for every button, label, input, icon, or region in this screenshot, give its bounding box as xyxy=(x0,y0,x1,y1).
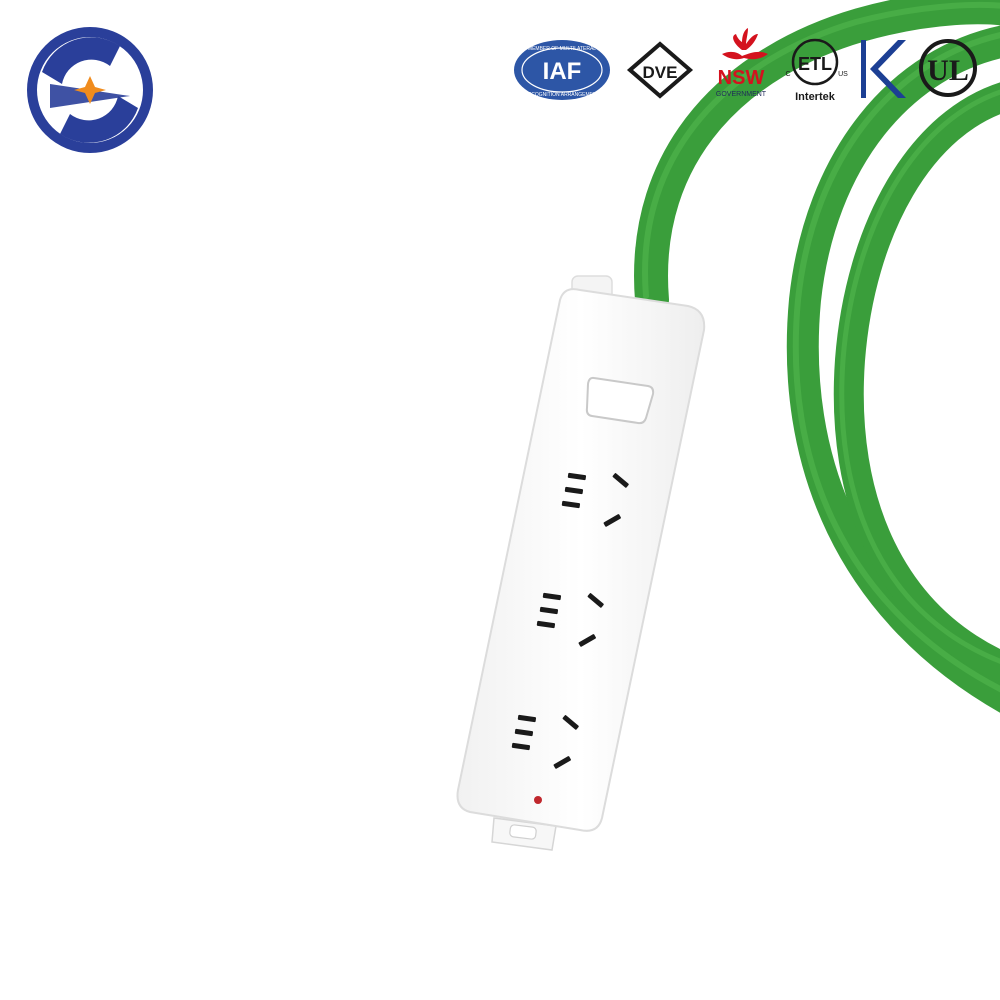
outlet-1[interactable] xyxy=(561,472,630,527)
nsw-sub-text: GOVERNMENT xyxy=(716,91,767,98)
etl-intertek-text: Intertek xyxy=(795,91,836,103)
rocker-switch-icon[interactable] xyxy=(585,376,655,425)
iaf-ring-bottom-text: RECOGNITION ARRANGEMENT xyxy=(524,92,599,98)
iaf-certification-icon: IAF MEMBER OF MULTILATERAL RECOGNITION A… xyxy=(514,40,610,100)
etl-intertek-certification-icon: ETL C US Intertek xyxy=(785,38,848,103)
ul-certification-icon: UL xyxy=(919,39,977,97)
etl-mark-text: ETL xyxy=(798,54,832,74)
power-strip-icon xyxy=(456,275,706,851)
power-cable xyxy=(634,0,1000,713)
cable-loop-inner xyxy=(833,82,1000,682)
strip-body xyxy=(456,288,706,832)
nsw-government-icon: NSW GOVERNMENT xyxy=(716,28,768,98)
outlet-3[interactable] xyxy=(511,714,580,769)
etl-us-text: US xyxy=(838,71,848,78)
outlet-2[interactable] xyxy=(536,592,605,647)
vde-letters-text: DVE xyxy=(643,63,678,82)
cable-loop-outer xyxy=(634,0,1000,317)
ul-mark-text: UL xyxy=(927,54,969,87)
cable-loop-right xyxy=(786,25,1000,713)
kc-mark-text: KC xyxy=(884,0,886,1)
nsw-name-text: NSW xyxy=(718,67,765,89)
indicator-light-icon xyxy=(534,796,542,804)
vde-certification-icon: DVE xyxy=(626,41,694,99)
kc-certification-icon: KC xyxy=(861,0,906,98)
company-logo-icon xyxy=(27,27,153,153)
iaf-ring-top-text: MEMBER OF MULTILATERAL xyxy=(528,46,596,52)
etl-c-text: C xyxy=(785,71,790,78)
iaf-main-text: IAF xyxy=(543,58,582,85)
